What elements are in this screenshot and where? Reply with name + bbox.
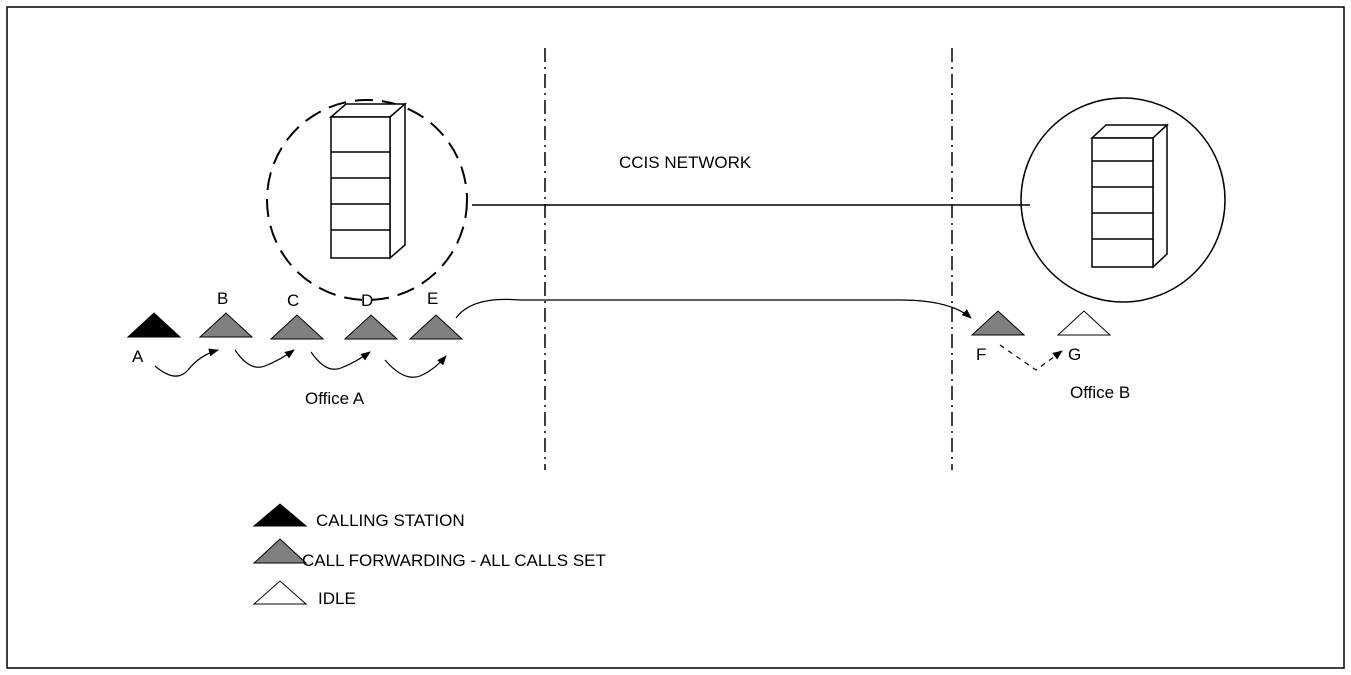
station-f-label: F: [976, 345, 986, 364]
station-b-label: B: [217, 289, 228, 308]
forward-arrow-b-to-c: [234, 349, 295, 368]
station-a-triangle: [126, 312, 182, 338]
forward-arrow-d-to-e: [384, 355, 447, 378]
legend-idle-triangle: [252, 580, 308, 605]
legend-forwarding-label: CALL FORWARDING - ALL CALLS SET: [302, 551, 606, 570]
diagram-frame: [6, 6, 1345, 669]
office-b-switch-boundary: [1020, 97, 1226, 303]
station-g-triangle: [1056, 310, 1112, 336]
legend-forwarding-triangle: [252, 538, 308, 564]
office-b-label: Office B: [1070, 383, 1130, 402]
legend-calling-triangle: [252, 503, 308, 527]
station-e-label: E: [427, 289, 438, 308]
station-g-label: G: [1068, 345, 1081, 364]
legend-calling-label: CALLING STATION: [316, 511, 465, 530]
forward-arrow-c-to-d: [310, 351, 371, 370]
forward-arrow-f-to-g: [999, 344, 1063, 371]
office-a-switch-icon: [328, 102, 408, 260]
legend-idle-label: IDLE: [318, 589, 356, 608]
office-a-label: Office A: [305, 389, 365, 408]
forward-arrow-a-to-b: [154, 348, 219, 377]
station-e-triangle: [408, 314, 464, 340]
office-a-switch-boundary: [266, 99, 468, 301]
station-b-triangle: [198, 312, 254, 338]
forward-arrow-e-to-f: [455, 298, 972, 319]
station-f-triangle: [970, 310, 1026, 336]
station-c-label: C: [287, 291, 299, 310]
station-a-label: A: [132, 347, 144, 366]
station-d-label: D: [361, 291, 373, 310]
office-b-switch-icon: [1090, 123, 1169, 269]
station-c-triangle: [269, 314, 325, 340]
network-label: CCIS NETWORK: [619, 153, 752, 172]
station-d-triangle: [343, 314, 399, 340]
